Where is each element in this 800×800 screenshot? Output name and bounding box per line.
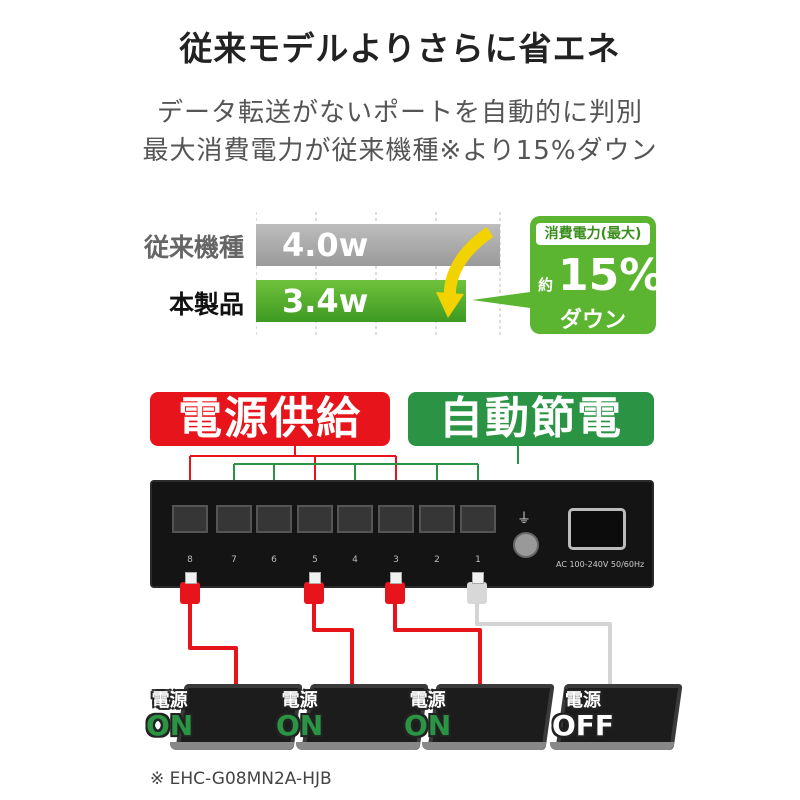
laptop-base-icon — [422, 742, 546, 750]
subhead-line-1: データ転送がないポートを自動的に判別 — [156, 98, 643, 128]
laptop-power-status: 電源 ON — [404, 690, 452, 742]
lan-cables — [188, 602, 612, 686]
ethernet-port-5 — [297, 505, 333, 533]
port-number: 7 — [231, 555, 237, 565]
lan-plug-icon — [180, 572, 200, 604]
power-label: 電源 — [565, 690, 602, 711]
power-inlet-icon — [568, 508, 626, 550]
laptop-base-icon — [296, 742, 420, 750]
new-model-label: 本製品 — [168, 290, 244, 319]
badge-header: 消費電力(最大) — [536, 223, 650, 245]
ethernet-port-7 — [216, 505, 252, 533]
port-number: 4 — [352, 555, 358, 565]
ethernet-port-3 — [378, 505, 414, 533]
laptop-power-status: 電源 OFF — [552, 690, 615, 742]
footnote: ※ EHC-G08MN2A-HJB — [150, 769, 332, 789]
ground-symbol-icon: ⏚ — [517, 511, 531, 527]
lan-plug-icon — [467, 572, 487, 604]
lan-plug-icon — [304, 572, 324, 604]
ethernet-port-4 — [337, 505, 373, 533]
power-state: OFF — [552, 708, 615, 742]
port-number: 2 — [434, 555, 440, 565]
ethernet-port-6 — [256, 505, 292, 533]
subhead-line-2: 最大消費電力が従来機種※より15%ダウン — [142, 136, 658, 166]
new-model-bar: 3.4w — [256, 280, 466, 322]
laptop-power-status: 電源 ON — [146, 690, 194, 742]
reduction-arrow-icon — [436, 227, 530, 318]
ground-terminal-icon — [513, 532, 539, 558]
headline: 従来モデルよりさらに省エネ — [179, 29, 621, 68]
badge-percent: 15% — [558, 250, 664, 301]
power-supply-label: 電源供給 — [150, 392, 390, 446]
badge-down: ダウン — [559, 308, 626, 333]
power-state: ON — [276, 708, 324, 742]
port-number: 5 — [312, 555, 318, 565]
auto-power-save-label: 自動節電 — [408, 392, 654, 446]
laptop-base-icon — [550, 742, 674, 750]
port-number: 8 — [187, 555, 193, 565]
ethernet-port-8 — [172, 505, 208, 533]
power-state: ON — [404, 708, 452, 742]
old-model-label: 従来機種 — [143, 233, 244, 262]
laptop-power-status: 電源 ON — [276, 690, 324, 742]
power-state: ON — [146, 708, 194, 742]
power-label: 電源 — [409, 690, 446, 711]
ac-rating-label: AC 100-240V 50/60Hz — [556, 560, 645, 569]
power-label: 電源 — [151, 690, 188, 711]
badge-approx: 約 — [538, 276, 554, 294]
reduction-badge: 消費電力(最大) 約 15% ダウン — [530, 216, 663, 334]
port-number: 6 — [271, 555, 277, 565]
old-model-bar: 4.0w — [256, 224, 500, 266]
ethernet-port-2 — [419, 505, 455, 533]
ethernet-port-1 — [460, 505, 496, 533]
port-number: 3 — [393, 555, 399, 565]
port-number: 1 — [475, 555, 481, 565]
lan-plug-icon — [385, 572, 405, 604]
power-label: 電源 — [281, 690, 318, 711]
laptop-base-icon — [170, 742, 294, 750]
